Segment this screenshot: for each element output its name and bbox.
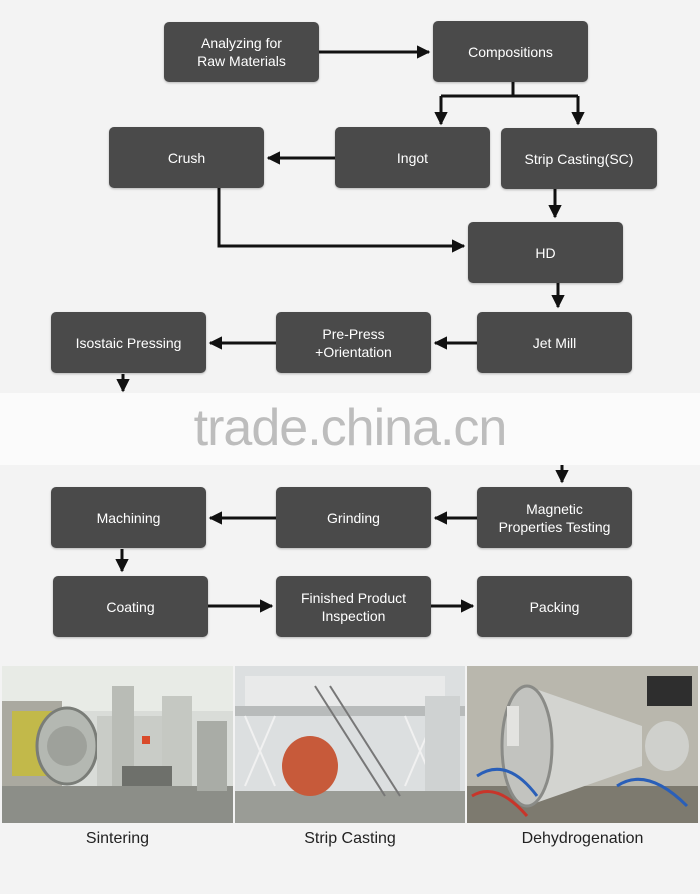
- step-crush: Crush: [109, 127, 264, 188]
- step-coating: Coating: [53, 576, 208, 637]
- step-machining: Machining: [51, 487, 206, 548]
- arrow-crush-to-hd: [217, 188, 466, 253]
- step-isostatic-pressing: Isostaic Pressing: [51, 312, 206, 373]
- photo-sintering: [2, 666, 233, 823]
- watermark-band: [0, 393, 700, 465]
- step-magnetic-properties-testing: Magnetic Properties Testing: [477, 487, 632, 548]
- photo-dehydrogenation: [467, 666, 698, 823]
- caption-dehydrogenation: Dehydrogenation: [521, 830, 644, 847]
- step-ingot: Ingot: [335, 127, 490, 188]
- step-analyzing-raw-materials: Analyzing for Raw Materials: [164, 22, 319, 82]
- step-pre-press-orientation: Pre-Press +Orientation: [276, 312, 431, 373]
- watermark-text: trade.china.cn: [193, 399, 508, 457]
- step-packing: Packing: [477, 576, 632, 637]
- caption-strip-casting: Strip Casting: [304, 830, 396, 847]
- step-compositions: Compositions: [433, 21, 588, 82]
- caption-sintering: Sintering: [85, 830, 150, 847]
- step-grinding: Grinding: [276, 487, 431, 548]
- step-strip-casting-sc: Strip Casting(SC): [501, 128, 657, 189]
- photo-strip-casting: [235, 666, 465, 823]
- step-jet-mill: Jet Mill: [477, 312, 632, 373]
- connector-compositions-split: [441, 82, 578, 98]
- step-finished-product-inspection: Finished Product Inspection: [276, 576, 431, 637]
- step-hd: HD: [468, 222, 623, 283]
